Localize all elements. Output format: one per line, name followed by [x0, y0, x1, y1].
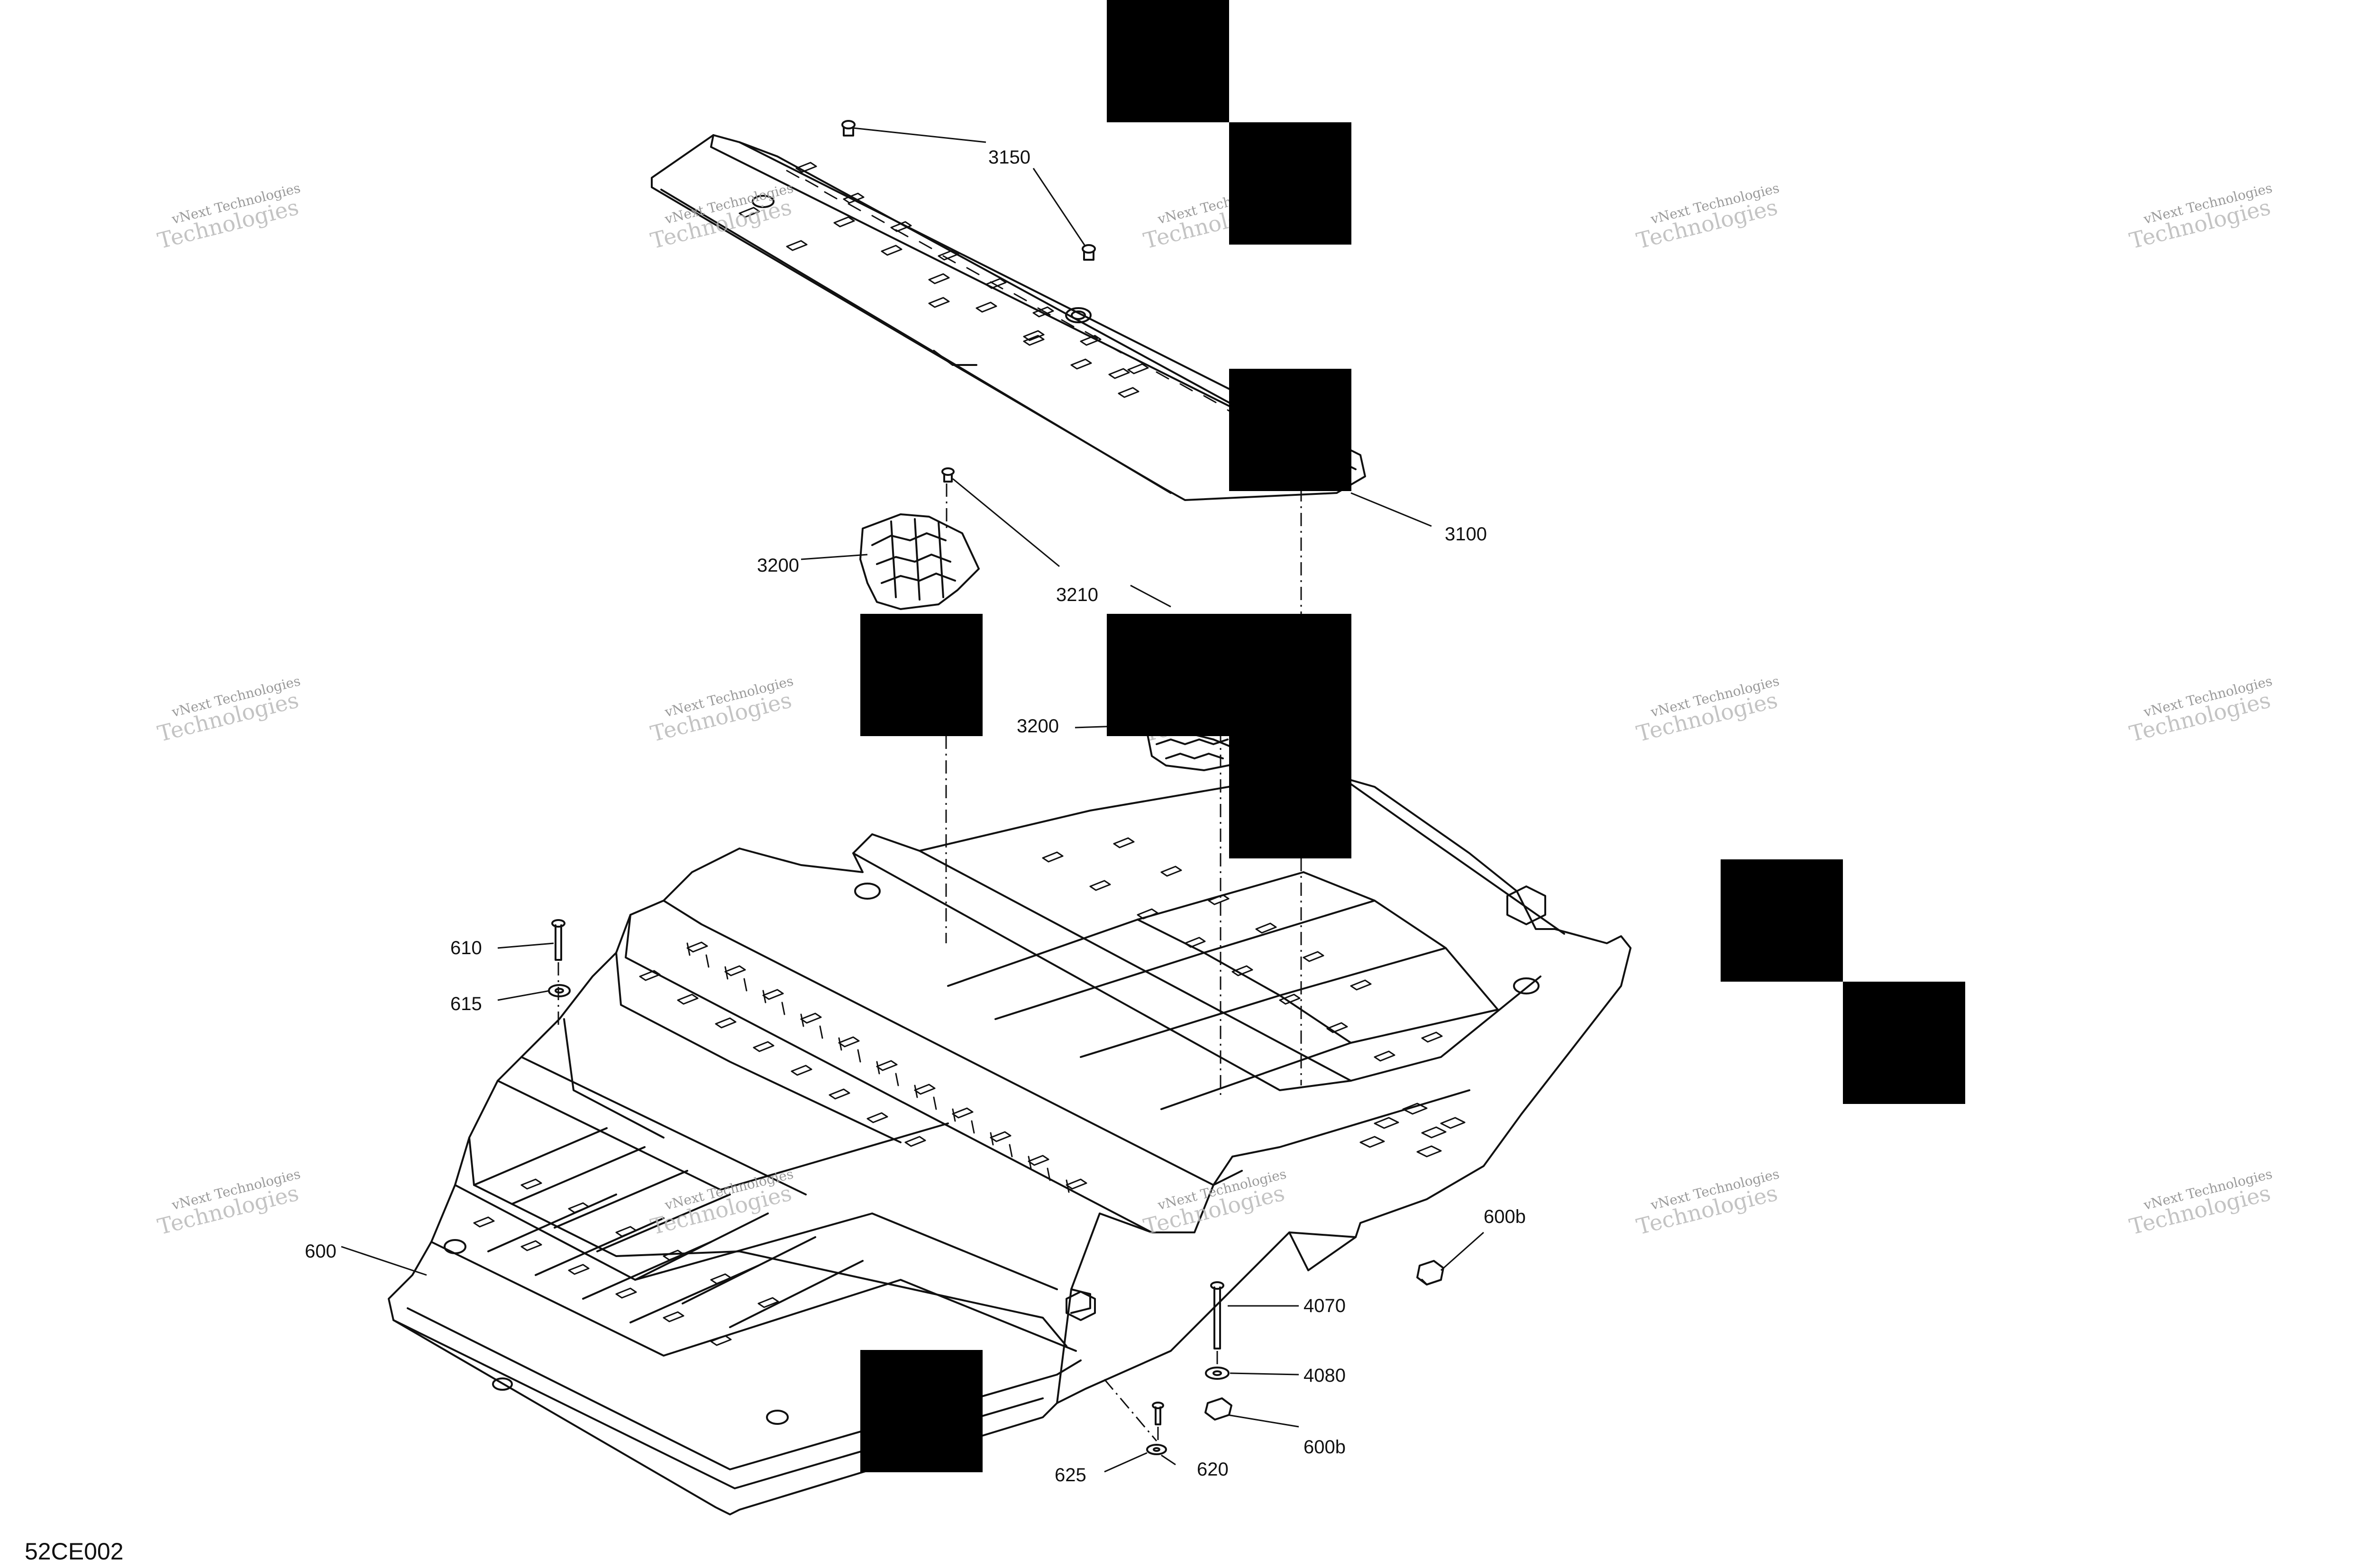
redaction-block — [860, 614, 983, 736]
callout-625: 625 — [1055, 1465, 1086, 1486]
callout-4080: 4080 — [1304, 1365, 1346, 1386]
clip-600b-upper — [1416, 1260, 1444, 1285]
fastener-3150-b — [1082, 244, 1096, 261]
callout-3150: 3150 — [988, 147, 1030, 168]
rear-clips — [1359, 1103, 1466, 1158]
redaction-block — [1229, 614, 1351, 736]
upper-plate-ribs — [786, 170, 1240, 418]
redaction-block — [1107, 0, 1229, 122]
leader-lines — [341, 127, 1484, 1473]
clip-600b-lower — [1204, 1397, 1232, 1421]
redaction-block — [1229, 369, 1351, 491]
callout-600b-lower: 600b — [1304, 1437, 1346, 1458]
redaction-block — [1229, 122, 1351, 245]
bolt-4070 — [1210, 1281, 1224, 1349]
callout-620: 620 — [1197, 1459, 1229, 1480]
bracket-3200-left — [859, 513, 980, 610]
callout-3100: 3100 — [1445, 524, 1487, 545]
redaction-block — [1843, 982, 1965, 1104]
callout-610: 610 — [450, 938, 482, 958]
main-skid-plate — [388, 776, 1632, 1515]
callout-3200-left: 3200 — [757, 555, 799, 576]
redaction-block — [860, 1350, 983, 1472]
callout-615: 615 — [450, 994, 482, 1014]
redaction-block — [1721, 859, 1843, 982]
diagram-code: 52CE002 — [25, 1538, 124, 1565]
callout-600b-upper: 600b — [1484, 1206, 1526, 1227]
washer-615 — [548, 984, 571, 997]
bolt-610 — [551, 919, 565, 961]
tunnel-ribs — [686, 942, 1070, 1193]
fastener-3150-a — [841, 120, 856, 137]
callout-4070: 4070 — [1304, 1295, 1346, 1316]
washer-4080 — [1205, 1367, 1230, 1380]
callout-3210: 3210 — [1056, 584, 1098, 605]
screw-620 — [1152, 1402, 1164, 1425]
main-plate-slots — [473, 837, 1443, 1346]
callout-600: 600 — [305, 1241, 337, 1262]
fastener-3210 — [941, 467, 955, 483]
callout-3200-center: 3200 — [1017, 716, 1059, 737]
redaction-block — [1229, 736, 1351, 858]
washer-625 — [1146, 1444, 1167, 1455]
redaction-block — [1107, 614, 1229, 736]
upper-plate-slots — [738, 162, 1149, 398]
